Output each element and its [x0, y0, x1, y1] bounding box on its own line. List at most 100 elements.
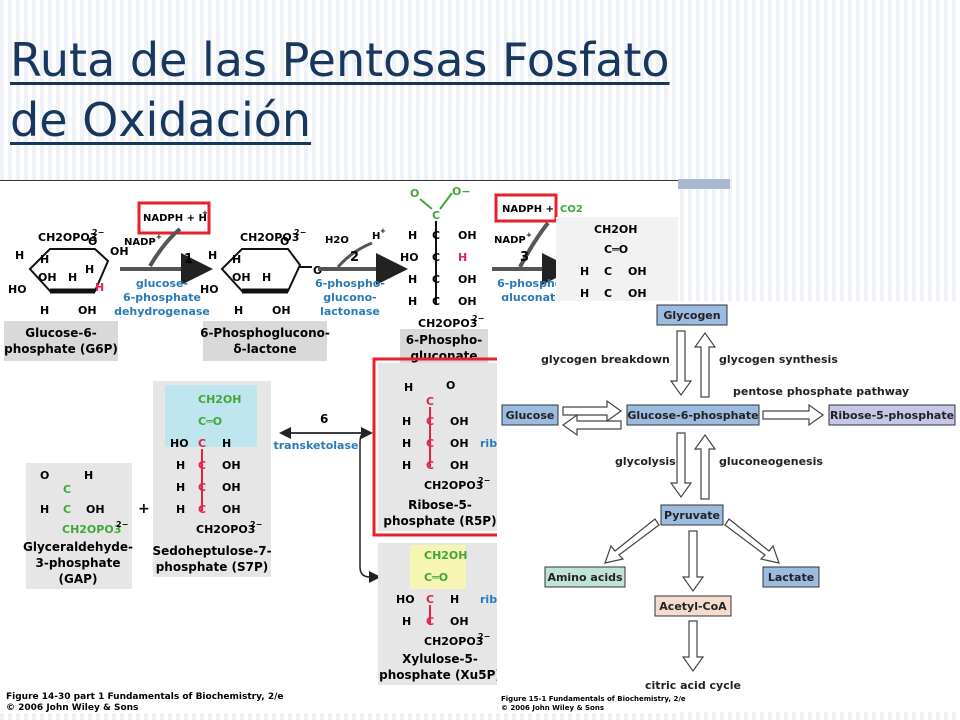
plus-sign: +	[138, 501, 150, 517]
enzyme2-line3: lactonase	[320, 305, 380, 318]
ribulose-oh-1: OH	[628, 265, 647, 278]
lactone-charge: 2−	[294, 228, 306, 237]
gluconate-h-1: H	[408, 229, 417, 242]
xu5p-transferred-group-box	[410, 545, 466, 589]
cofactor-arrow-3	[518, 221, 550, 268]
step-number-6: 6	[320, 412, 328, 426]
step-number-2: 2	[350, 250, 359, 265]
ribulose-c3: C	[604, 265, 612, 278]
enzyme2-line2: glucono-	[323, 291, 377, 304]
node-r5p	[828, 404, 956, 426]
gluconate-oh-1: OH	[458, 229, 477, 242]
g6p-ho: HO	[8, 283, 27, 296]
lactone-h-2: H	[232, 253, 241, 266]
gap-c2: C	[63, 503, 71, 516]
nadph-highlight-box-3	[494, 193, 558, 223]
r5p-h-2: H	[402, 415, 411, 428]
r5p-oh-3: OH	[450, 459, 469, 472]
nadph-label-3: NADPH +	[502, 204, 554, 215]
h-plus-label-2: H	[372, 231, 380, 242]
label-glycogen-synthesis: glycogen synthesis	[719, 353, 838, 366]
xu5p-c4: C	[426, 615, 434, 628]
gap-molecule: O H C H C OH CH2OPO3 2−	[40, 469, 128, 536]
title-accent-bar	[678, 179, 730, 189]
s7p-ho: HO	[170, 437, 189, 450]
arrow-gluconeogenesis	[693, 433, 717, 500]
gap-h-1: H	[84, 469, 93, 482]
s7p-h-1: H	[222, 437, 231, 450]
label-pentose-phosphate-pathway: pentose phosphate pathway	[733, 385, 909, 398]
gluconate-c2: C	[432, 229, 440, 242]
s7p-oh-3: OH	[222, 503, 241, 516]
xu5p-c-eq-o: C═O	[424, 571, 448, 584]
lactone-h-3: H	[262, 271, 271, 284]
figure2-caption-line1: Figure 15-1 Fundamentals of Biochemistry…	[501, 695, 686, 703]
co2-label: CO2	[560, 204, 583, 215]
s7p-h-3: H	[176, 481, 185, 494]
title-line-2: de Oxidación	[10, 93, 312, 147]
node-g6p-label: Glucose-6-phosphate	[627, 409, 758, 422]
xu5p-charge: 2−	[478, 632, 490, 641]
s7p-c4: C	[198, 459, 206, 472]
nadph-h-label-1: NADPH + H	[143, 213, 207, 224]
arrow-glycogen-breakdown	[669, 330, 693, 397]
gluconate-o: O	[410, 187, 419, 200]
enzyme3-line1: 6-phospho-	[497, 277, 567, 290]
s7p-oh-2: OH	[222, 481, 241, 494]
gluconate-charge: 2−	[472, 314, 484, 323]
label-gluconeogenesis: gluconeogenesis	[719, 455, 823, 468]
node-lactate-label: Lactate	[768, 571, 814, 584]
xu5p-ch2oh: CH2OH	[424, 549, 468, 562]
gap-bg	[26, 463, 132, 589]
step-number-3: 3	[520, 250, 529, 265]
h2o-label: H2O	[325, 235, 349, 246]
r5p-c1: C	[426, 395, 434, 408]
s7p-c3: C	[198, 437, 206, 450]
gluconate-h-3: H	[408, 295, 417, 308]
g6p-ring-o: O	[88, 235, 97, 248]
s7p-c6: C	[198, 503, 206, 516]
lactone-name-line1: 6-Phosphoglucono-	[200, 326, 330, 340]
gluconate-c1: C	[432, 209, 440, 222]
ribulose-c4: C	[604, 287, 612, 300]
cofactor-arrow-2	[336, 241, 373, 268]
gluconate-molecule: O O− C H C OH HO C H H C OH H C OH CH2OP…	[400, 185, 484, 330]
arrow-pyruvate-to-lactate	[724, 518, 780, 564]
lactone-h-4: H	[234, 304, 243, 317]
r5p-molecule: H O C H C OH H C OH H C OH CH2OPO3 2−	[402, 379, 490, 492]
s7p-h-4: H	[176, 503, 185, 516]
gap-o: O	[40, 469, 49, 482]
s7p-ch2oh: CH2OH	[198, 393, 242, 406]
lactone-name-box	[203, 321, 327, 361]
gluconate-co-bond-2	[439, 192, 453, 210]
s7p-c-eq-o: C═O	[198, 415, 222, 428]
metabolic-hub-svg: Glycogen Glucose Glucose-6-phosphate Rib…	[501, 304, 956, 712]
node-amino-acids	[544, 566, 626, 588]
gluconate-co-bond-1	[419, 198, 433, 210]
r5p-charge: 2−	[478, 476, 490, 485]
ribulose-ch2oh: CH2OH	[594, 223, 638, 236]
gap-c1: C	[63, 483, 71, 496]
r5p-h-3: H	[402, 437, 411, 450]
r5p-h-4: H	[402, 459, 411, 472]
xu5p-h-1: H	[450, 593, 459, 606]
g6p-oh-2: OH	[38, 271, 57, 284]
xu5p-h-2: H	[402, 615, 411, 628]
gap-charge: 2−	[116, 520, 128, 529]
node-lactate	[762, 566, 820, 588]
node-acetyl-coa-label: Acetyl-CoA	[659, 600, 727, 613]
node-r5p-label: Ribose-5-phosphate	[830, 409, 954, 422]
label-glycogen-breakdown: glycogen breakdown	[541, 353, 670, 366]
nadp-plus-sup-3: +	[526, 231, 532, 239]
arrow-acetyl-coa-to-tca	[681, 620, 705, 673]
gluconate-ho: HO	[400, 251, 419, 264]
r5p-ch2opo3: CH2OPO3	[424, 479, 483, 492]
node-pyruvate	[660, 504, 724, 526]
gluconate-oh-2: OH	[458, 273, 477, 286]
node-glycogen	[656, 304, 728, 326]
r5p-name-line1: Ribose-5-	[408, 498, 472, 512]
enzyme1-line2: 6-phosphate	[123, 291, 201, 304]
node-amino-acids-label: Amino acids	[547, 571, 623, 584]
figure1-caption-line2: © 2006 John Wiley & Sons	[6, 703, 138, 713]
